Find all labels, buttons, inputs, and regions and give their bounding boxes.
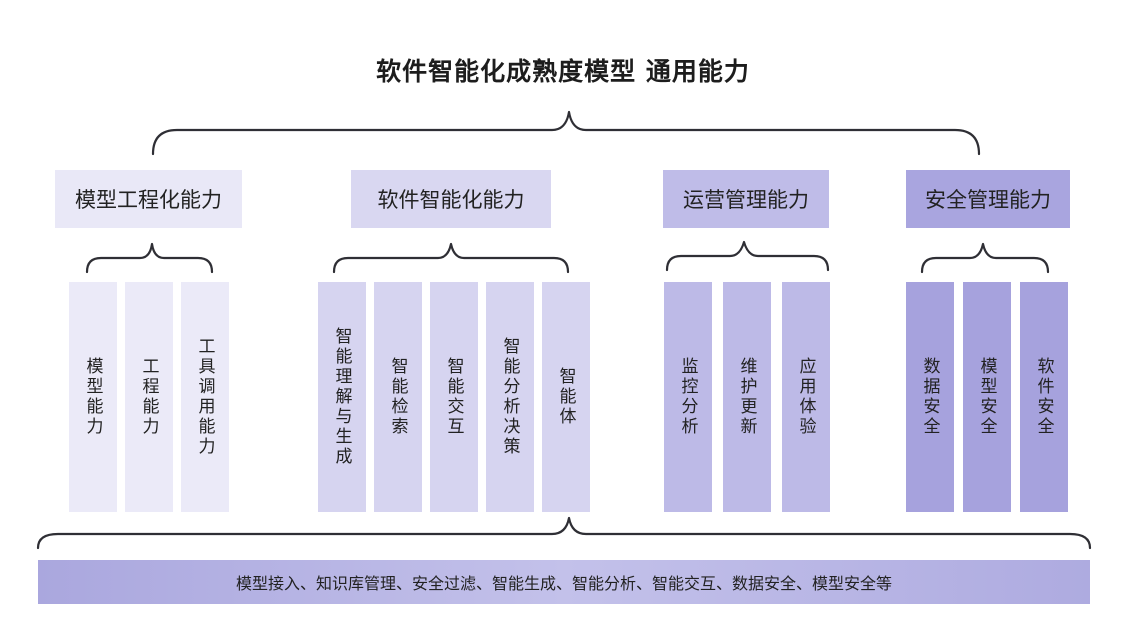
capability-monitoring-analysis: 监控分析 [664, 282, 712, 512]
brace-cat-3 [665, 240, 830, 272]
foundation-label: 模型接入、知识库管理、安全过滤、智能生成、智能分析、智能交互、数据安全、模型安全… [235, 574, 892, 593]
capability-label: 智能交互 [443, 357, 464, 437]
capability-label: 应用体验 [795, 357, 816, 437]
capability-label: 智能检索 [387, 357, 408, 437]
capability-label: 软件安全 [1033, 357, 1054, 437]
category-label: 模型工程化能力 [75, 188, 222, 212]
capability-label: 智能体 [555, 367, 576, 427]
brace-cat-2 [332, 242, 570, 274]
category-label: 安全管理能力 [925, 188, 1051, 212]
capability-model: 模型能力 [69, 282, 117, 512]
capability-label: 模型能力 [82, 357, 103, 437]
capability-data-security: 数据安全 [906, 282, 954, 512]
foundation-bar: 模型接入、知识库管理、安全过滤、智能生成、智能分析、智能交互、数据安全、模型安全… [38, 560, 1090, 604]
brace-cat-1 [85, 242, 214, 274]
capability-label: 监控分析 [677, 357, 698, 437]
capability-application-experience: 应用体验 [782, 282, 830, 512]
capability-software-security: 软件安全 [1020, 282, 1068, 512]
brace-cat-4 [920, 242, 1050, 274]
capability-interaction: 智能交互 [430, 282, 478, 512]
capability-label: 工程能力 [138, 357, 159, 437]
capability-agent: 智能体 [542, 282, 590, 512]
capability-label: 模型安全 [976, 357, 997, 437]
capability-label: 工具调用能力 [194, 337, 215, 457]
category-label: 软件智能化能力 [377, 188, 525, 212]
capability-retrieval: 智能检索 [374, 282, 422, 512]
capability-label: 智能分析决策 [499, 337, 520, 457]
capability-tool-calling: 工具调用能力 [181, 282, 229, 512]
category-software-intelligence: 软件智能化能力 [351, 170, 551, 228]
category-model-engineering: 模型工程化能力 [55, 170, 242, 228]
capability-model-security: 模型安全 [963, 282, 1011, 512]
capability-label: 智能理解与生成 [331, 327, 352, 467]
category-operations-management: 运营管理能力 [663, 170, 829, 228]
diagram-title: 软件智能化成熟度模型 通用能力 [376, 57, 750, 86]
category-label: 运营管理能力 [683, 188, 809, 212]
capability-analysis-decision: 智能分析决策 [486, 282, 534, 512]
capability-understanding-generation: 智能理解与生成 [318, 282, 366, 512]
capability-label: 维护更新 [736, 357, 757, 437]
top-brace [151, 110, 981, 156]
bottom-brace [36, 516, 1092, 550]
category-security-management: 安全管理能力 [906, 170, 1070, 228]
capability-label: 数据安全 [919, 357, 940, 437]
capability-maintenance-update: 维护更新 [723, 282, 771, 512]
capability-engineering: 工程能力 [125, 282, 173, 512]
